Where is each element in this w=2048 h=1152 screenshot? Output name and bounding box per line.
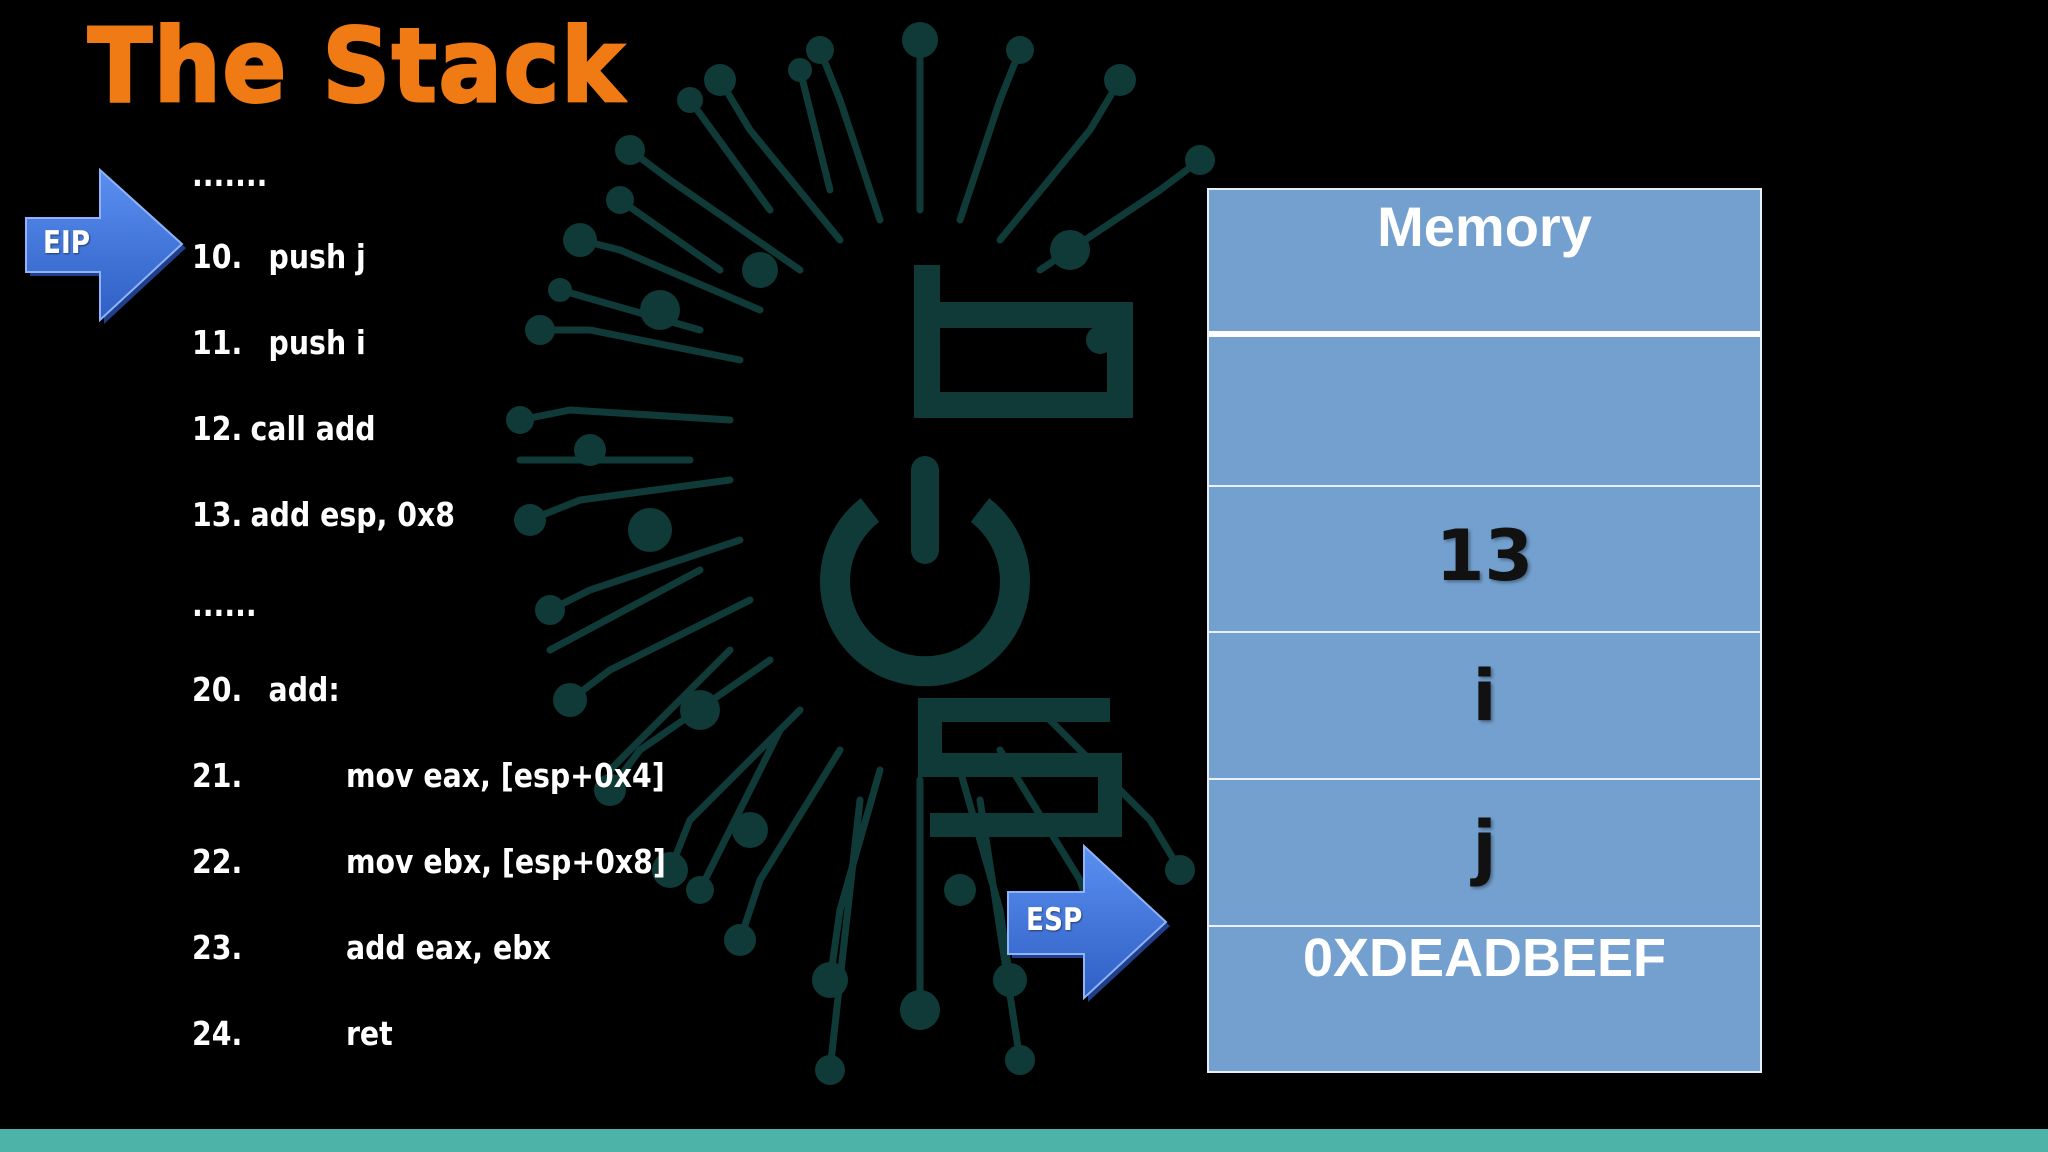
memory-cell-value: 0XDEADBEEF [1209,927,1760,989]
instruction: add esp, 0x8 [250,490,455,540]
memory-cell-return-address: 13 [1209,487,1760,633]
instruction: mov eax, [esp+0x4] [346,751,665,801]
memory-cell-value: i [1209,655,1760,737]
code-line-12: 12. call add [192,404,242,454]
line-number: 23. [192,923,242,973]
instruction: call add [250,404,375,454]
line-number: 22. [192,837,242,887]
ellipsis-mid: ...... [192,580,257,630]
memory-cell-i: i [1209,633,1760,780]
code-line-21: 21. mov eax, [esp+0x4] [192,751,242,801]
line-number: 21. [192,751,242,801]
code-line-11: 11. push i [192,318,242,368]
code-line-13: 13. add esp, 0x8 [192,490,242,540]
code-line-10: 10. push j [192,232,242,282]
memory-cell-j: j [1209,780,1760,927]
code-line-22: 22. mov ebx, [esp+0x8] [192,837,242,887]
memory-cell-deadbeef: 0XDEADBEEF [1209,927,1760,1071]
instruction: ret [346,1009,393,1059]
memory-cell-value: j [1209,806,1760,888]
line-number: 12. [192,404,242,454]
line-number: 20. [192,665,242,715]
instruction: add eax, ebx [346,923,551,973]
line-number: 11. [192,318,242,368]
ellipsis-top: ....... [192,150,267,200]
code-line-24: 24. ret [192,1009,242,1059]
instruction: add: [269,665,340,715]
memory-stack: Memory 13 i j 0XDEADBEEF [1207,188,1762,1073]
eip-label: EIP [43,225,90,261]
esp-label: ESP [1026,902,1082,938]
instruction: push j [269,232,366,282]
footer-bar [0,1129,2048,1152]
line-number: 10. [192,232,242,282]
line-number: 13. [192,490,242,540]
line-number: 24. [192,1009,242,1059]
memory-cell-value: 13 [1209,515,1760,597]
instruction: push i [269,318,366,368]
code-line-23: 23. add eax, ebx [192,923,242,973]
memory-title: Memory [1209,194,1760,259]
code-line-20: 20. add: [192,665,242,715]
memory-cell-empty [1209,337,1760,487]
memory-header: Memory [1209,190,1760,337]
instruction: mov ebx, [esp+0x8] [346,837,666,887]
